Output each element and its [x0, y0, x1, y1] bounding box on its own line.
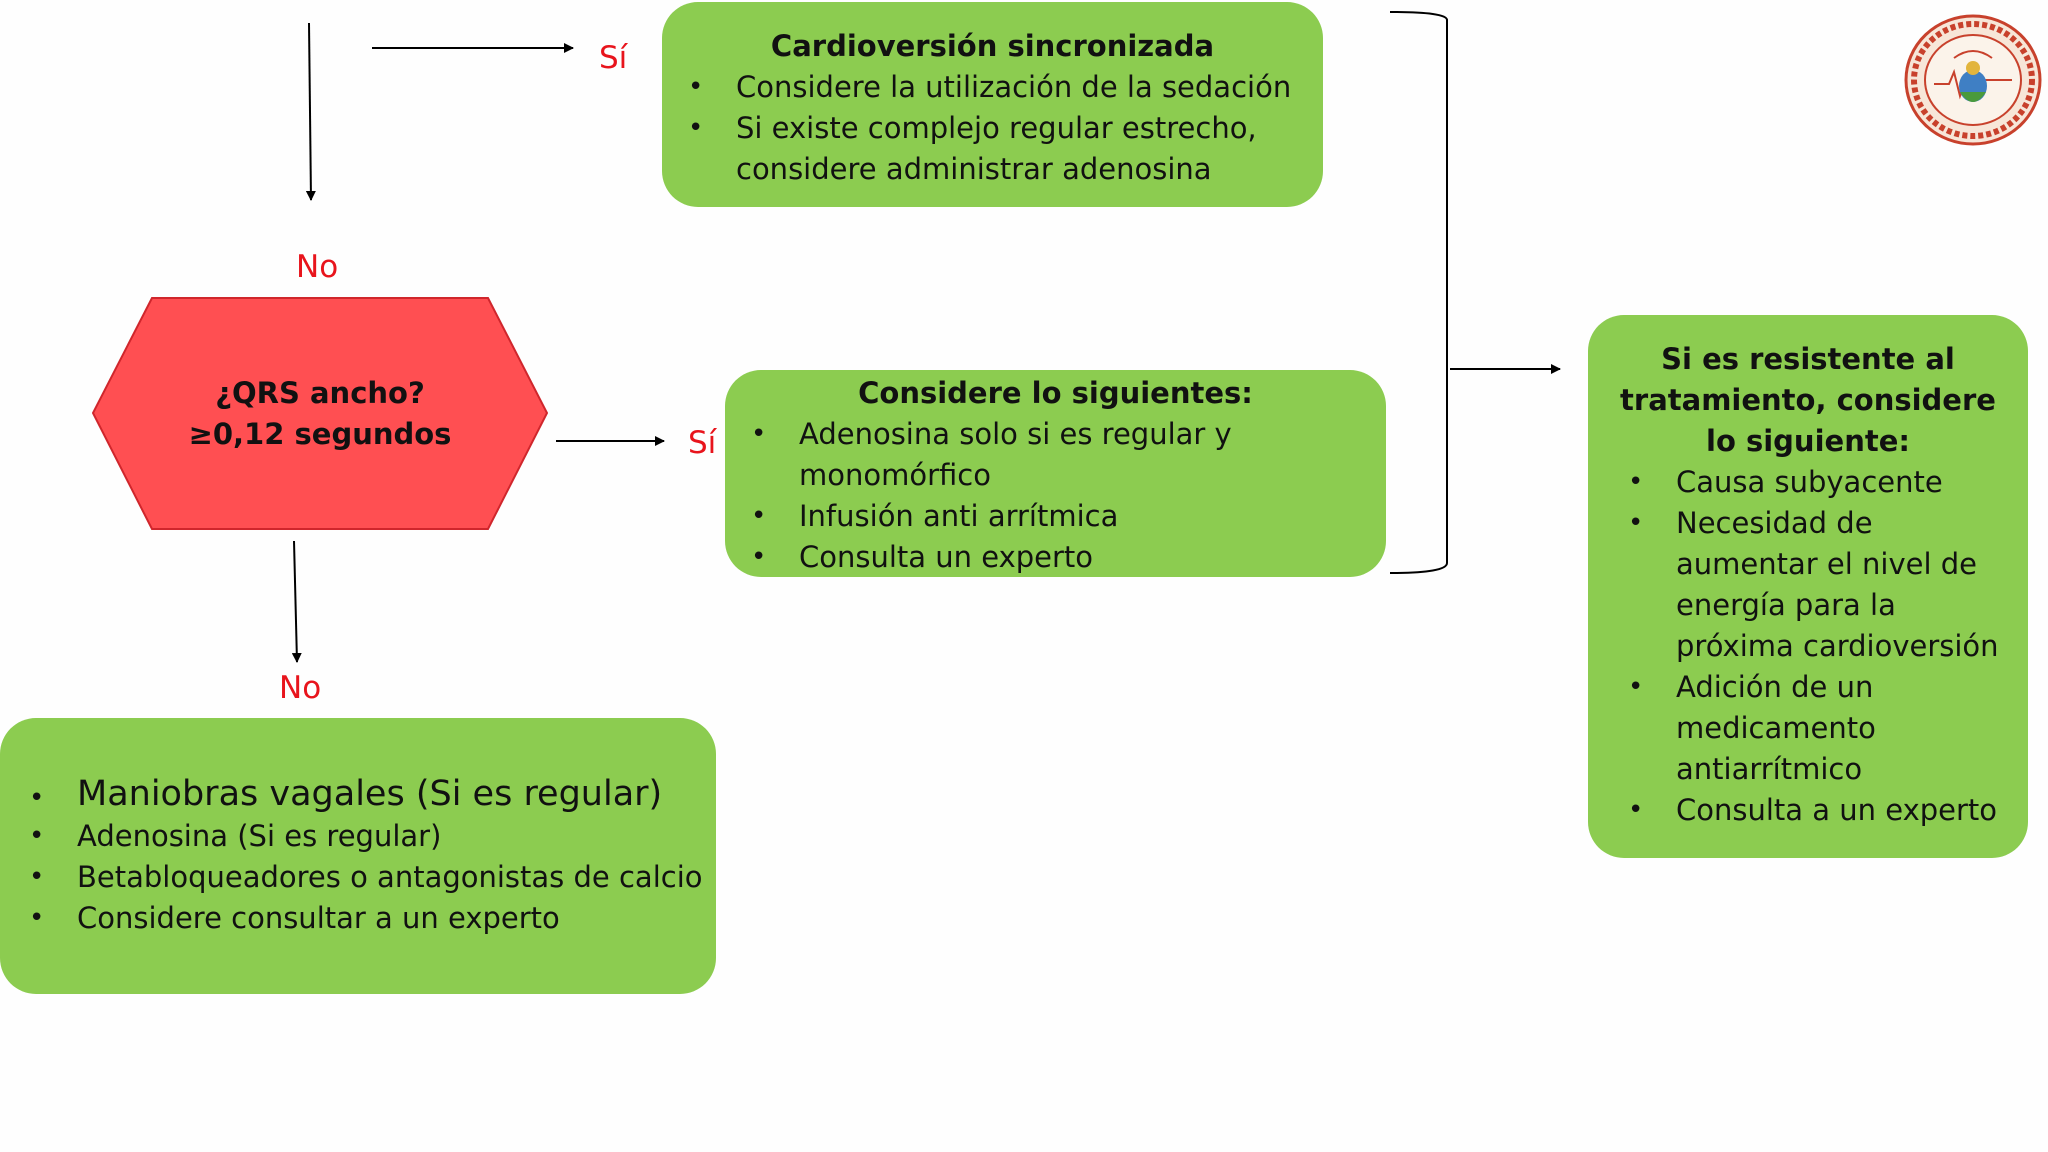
decision-text: ¿QRS ancho? ≥0,12 segundos	[92, 297, 548, 530]
list-item: •Maniobras vagales (Si es regular)	[29, 774, 663, 814]
consider-title: Considere lo siguientes:	[858, 376, 1253, 410]
label-no-bottom: No	[279, 670, 322, 706]
consider-box: Considere lo siguientes: •Adenosina solo…	[725, 370, 1386, 577]
list-item: •Infusión anti arrítmica	[751, 499, 1119, 533]
list-item: •Adenosina (Si es regular)	[29, 819, 442, 853]
list-item: •Consulta a un experto	[1628, 793, 1998, 827]
list-item: •Betabloqueadores o antagonistas de calc…	[29, 860, 703, 894]
resistant-box: Si es resistente al tratamiento, conside…	[1588, 315, 2028, 858]
list-item: •Causa subyacente	[1628, 465, 1943, 499]
list-item: •Adición de un medicamento antiarrítmico	[1628, 670, 1876, 786]
list-item: •Adenosina solo si es regular y monomórf…	[751, 417, 1232, 492]
resistant-title: Si es resistente al tratamiento, conside…	[1620, 342, 1996, 458]
decision-line2: ≥0,12 segundos	[188, 416, 452, 451]
decision-line1: ¿QRS ancho?	[215, 375, 425, 410]
decision-hexagon	[92, 297, 548, 530]
list-item: •Considere la utilización de la sedación	[688, 70, 1292, 104]
list-item: •Si existe complejo regular estrecho, co…	[688, 111, 1257, 186]
hospital-seal-logo	[1904, 14, 2042, 146]
arrow-down-no	[291, 540, 302, 663]
list-item: •Necesidad de aumentar el nivel de energ…	[1628, 506, 1999, 663]
list-item: •Consulta un experto	[751, 540, 1094, 574]
label-no-top: No	[296, 249, 339, 285]
bracket	[1389, 11, 1448, 574]
list-item: •Considere consultar a un experto	[29, 901, 560, 935]
cardioversion-title: Cardioversión sincronizada	[770, 29, 1215, 63]
no-branch-box: •Maniobras vagales (Si es regular) •Aden…	[0, 718, 716, 994]
label-si-mid: Sí	[688, 425, 717, 461]
label-si-top: Sí	[599, 40, 628, 76]
arrow-down-top	[305, 22, 316, 201]
cardioversion-box: Cardioversión sincronizada •Considere la…	[662, 2, 1323, 207]
